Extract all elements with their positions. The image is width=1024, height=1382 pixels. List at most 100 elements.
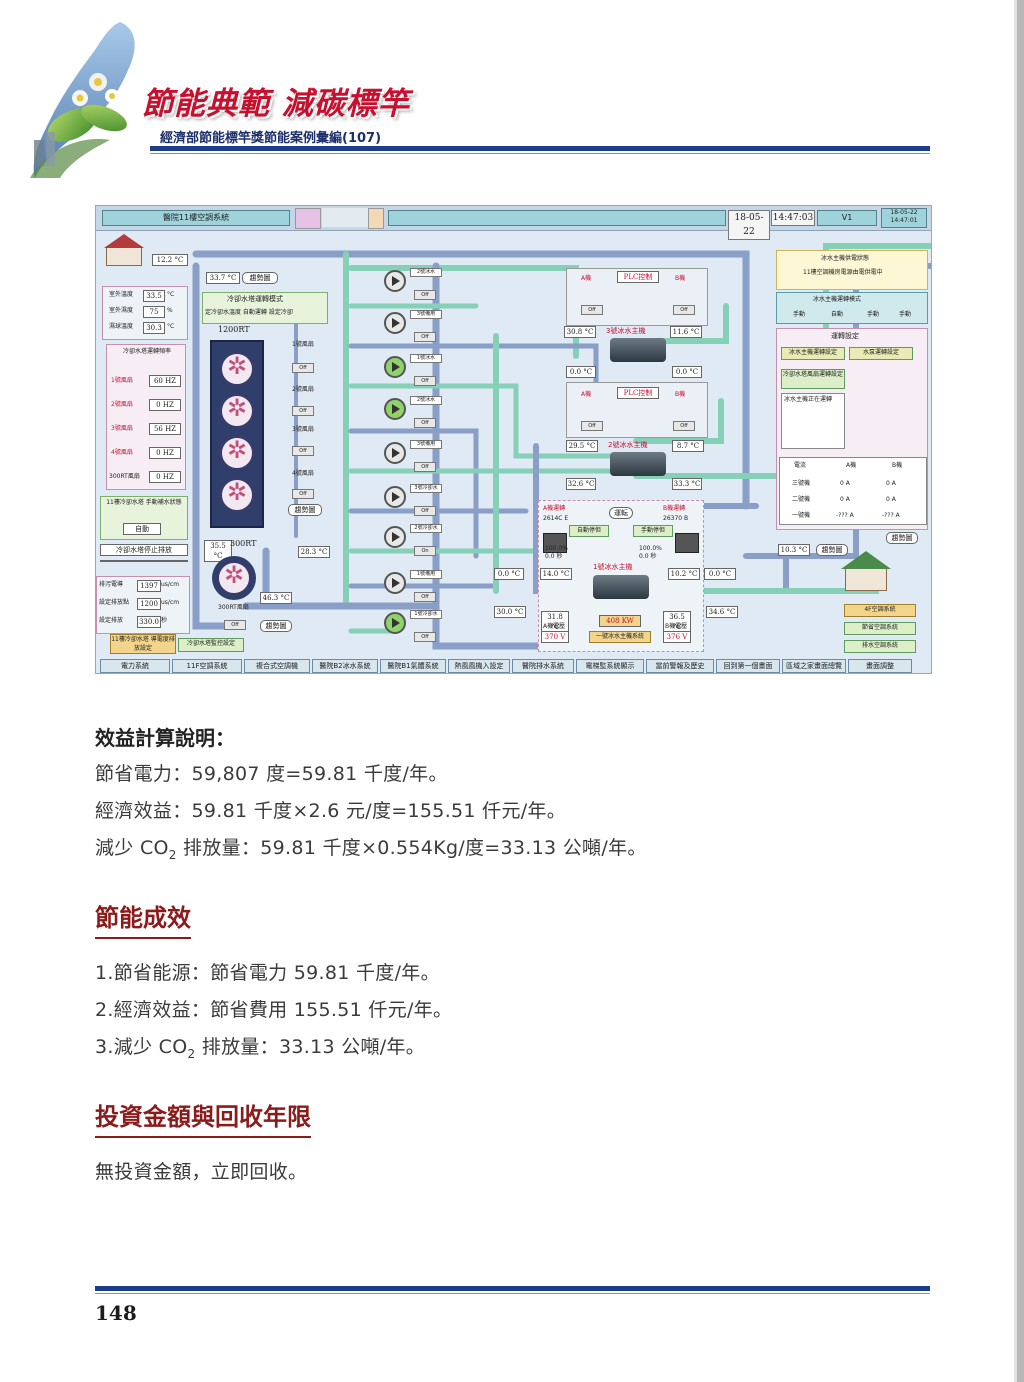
small-fan-switch[interactable]: Off: [224, 620, 246, 630]
tower-trend-button-3[interactable]: 趨勢圖: [260, 620, 292, 632]
pump-icon[interactable]: [384, 442, 406, 464]
tower-monitor-button[interactable]: 冷卻水塔監控設定: [178, 638, 244, 652]
pump-switch[interactable]: Off: [414, 592, 436, 602]
pump-setting-button[interactable]: 水泵運轉設定: [849, 347, 913, 360]
chiller-b-switch[interactable]: Off: [673, 305, 695, 315]
chiller-2-inlet-temp: 29.5 °C: [566, 440, 598, 452]
pump-switch[interactable]: Off: [414, 632, 436, 642]
drain-settings-bar[interactable]: [100, 560, 188, 562]
pump-label: 3號備用: [410, 440, 442, 449]
chiller-a-switch[interactable]: Off: [581, 421, 603, 431]
tab-button[interactable]: 電力系統: [100, 659, 170, 673]
tab-button[interactable]: 區域之家畫面總覽: [782, 659, 846, 673]
tab-button[interactable]: 畫面調整: [848, 659, 912, 673]
pump-icon[interactable]: [384, 526, 406, 548]
pump-icon[interactable]: [384, 572, 406, 594]
pump-switch[interactable]: Off: [414, 376, 436, 386]
pump-label: 1號冰水: [410, 354, 442, 363]
tab-button[interactable]: 電梯監系統顯示: [576, 659, 644, 673]
manual-select-button[interactable]: 手動停但: [633, 525, 673, 537]
chiller-1-unit: [593, 575, 649, 599]
chiller-1-outlet-temp: 10.2 °C: [668, 568, 700, 580]
investment-text: 無投資金額，立即回收。: [95, 1161, 308, 1183]
header-title: 節能典範 減碳標竿: [142, 86, 410, 122]
tower-mode-panel: 冷卻水塔運轉模式 定冷卻水溫度 自動運轉 設定冷卻: [202, 292, 328, 324]
tab-button[interactable]: 11F空調系統: [172, 659, 242, 673]
chiller-a-switch[interactable]: Off: [581, 305, 603, 315]
tower-capacity: 1200RT: [218, 325, 250, 334]
pump-switch[interactable]: Off: [414, 332, 436, 342]
pump-switch[interactable]: Off: [414, 506, 436, 516]
house-icon-right: [841, 551, 891, 591]
small-cooling-tower: [212, 556, 256, 600]
scada-title-bar: 醫院11樓空調系統 18-05-22 14:47:03 V1 18-05-22 …: [96, 206, 931, 240]
tower-fan-switch[interactable]: Off: [292, 489, 314, 499]
fan-icon: [220, 394, 254, 428]
tower-fan-switch[interactable]: Off: [292, 363, 314, 373]
tab-button[interactable]: 回到第一個畫面: [716, 659, 780, 673]
tower-fan-switch[interactable]: Off: [292, 406, 314, 416]
makeup-water-panel: 11樓冷卻水塔 手動補水狀態 自動: [100, 496, 188, 540]
header-subtitle: 經濟部節能標竿獎節能案例彙編(107): [160, 131, 382, 146]
trend-button-right-1[interactable]: 趨勢圖: [816, 544, 848, 556]
chiller-2-temp-left: 32.6 °C: [566, 478, 596, 490]
pump-label: 1號備用: [410, 570, 442, 579]
tower-fan-label: 4號風扇: [292, 470, 314, 477]
tower-fan-switch[interactable]: Off: [292, 446, 314, 456]
chiller-b-switch[interactable]: Off: [673, 421, 695, 431]
tab-button[interactable]: 醫院B2冰水系統: [312, 659, 378, 673]
fan-frequency-panel: 冷卻水塔運轉頻率 1號風扇 60 HZ 2號風扇 0 HZ 3號風扇 56 HZ…: [106, 344, 186, 490]
power-status-panel: 冰水主機供電狀態 11樓空調機房電源由電供電中: [776, 250, 928, 290]
chiller-b-switch-icon[interactable]: [675, 533, 699, 553]
conductivity-setting-button[interactable]: 11樓冷卻水塔 導電度排放設定: [110, 634, 176, 654]
pump-icon[interactable]: [384, 612, 406, 634]
run-mode-button[interactable]: 運転: [609, 507, 633, 519]
pump-icon[interactable]: [384, 486, 406, 508]
chiller-setting-button[interactable]: 冰水主機運轉設定: [781, 347, 845, 360]
result-economic: 2.經濟效益：節省費用 155.51 仟元/年。: [95, 999, 453, 1021]
page-number: 148: [95, 1301, 137, 1325]
tower-fan-label: 3號風扇: [292, 426, 314, 433]
plc-control-button[interactable]: PLC控制: [617, 271, 659, 283]
tab-button[interactable]: 醫院排水系統: [512, 659, 574, 673]
trend-button-right-2[interactable]: 趨勢圖: [886, 532, 918, 544]
pump-label: 2號冷卻水: [410, 524, 442, 533]
system-button[interactable]: 節省空調系統: [844, 622, 916, 635]
tower-fan-label: 2號風扇: [292, 386, 314, 393]
mv-indicator: [295, 208, 321, 229]
chiller-3-temp-right: 0.0 °C: [672, 366, 702, 378]
section-title-investment: 投資金額與回收年限: [95, 1097, 311, 1138]
chiller-1-system-button[interactable]: 一號冰水主機系統: [589, 631, 651, 643]
page-header: 節能典範 減碳標竿 經濟部節能標竿獎節能案例彙編(107): [0, 0, 1024, 190]
system-button[interactable]: 排水空調系統: [844, 640, 916, 653]
calc-line-economic: 經濟效益：59.81 千度×2.6 元/度=155.51 仟元/年。: [95, 800, 567, 822]
tower-trend-button[interactable]: 趨勢圖: [242, 272, 278, 284]
tab-button[interactable]: 複合式空調機: [244, 659, 310, 673]
alarm-button[interactable]: [368, 208, 384, 229]
makeup-auto-button[interactable]: 自動: [123, 523, 161, 535]
footer-rule-thin: [95, 1293, 930, 1294]
tab-button[interactable]: 當前警報及歷史: [646, 659, 714, 673]
tab-button[interactable]: 熱風風機入設定: [448, 659, 510, 673]
pump-switch[interactable]: On: [414, 546, 436, 556]
pump-icon[interactable]: [384, 398, 406, 420]
pump-icon[interactable]: [384, 356, 406, 378]
tab-button[interactable]: 醫院B1氣體系統: [380, 659, 446, 673]
taiwan-logo-graphic: [30, 22, 135, 178]
pump-switch[interactable]: Off: [414, 290, 436, 300]
pump-icon[interactable]: [384, 312, 406, 334]
pump-switch[interactable]: Off: [414, 462, 436, 472]
pump-label: 3號冷卻水: [410, 484, 442, 493]
tower-fan-setting-button[interactable]: 冷卻水塔風扇運轉設定: [781, 369, 845, 389]
system-button[interactable]: 4F空調系統: [844, 604, 916, 617]
status-indicators: [322, 208, 382, 227]
footer-rule: [95, 1286, 930, 1291]
pump-switch[interactable]: Off: [414, 418, 436, 428]
auto-select-button[interactable]: 自動停但: [569, 525, 609, 537]
plc-control-button[interactable]: PLC控制: [617, 387, 659, 399]
chiller-3-inlet-temp: 30.8 °C: [564, 326, 596, 338]
chiller-a-switch-icon[interactable]: [543, 533, 567, 553]
tower-trend-button-2[interactable]: 趨勢圖: [288, 504, 322, 516]
cooling-tower: [210, 340, 264, 528]
pump-icon[interactable]: [384, 270, 406, 292]
